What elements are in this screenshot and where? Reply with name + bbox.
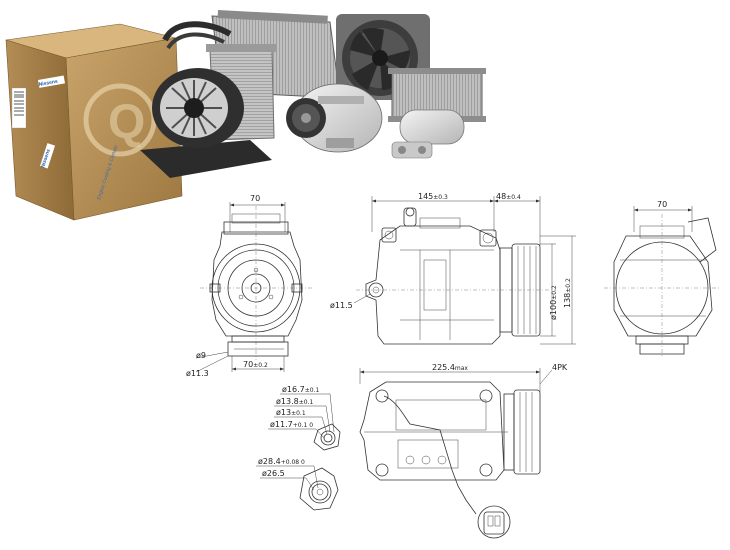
side-len-48-tol: ±0.4 bbox=[506, 194, 521, 201]
svg-text:ø13±0.1: ø13±0.1 bbox=[276, 408, 306, 417]
port-d6-label: ø26.5 bbox=[262, 469, 285, 478]
ac-compressor-image bbox=[286, 83, 383, 153]
svg-text:48±0.4: 48±0.4 bbox=[496, 192, 521, 201]
barcode-icon bbox=[11, 87, 27, 129]
svg-text:145±0.3: 145±0.3 bbox=[418, 192, 448, 201]
rear-width-top-label: 70 bbox=[657, 200, 667, 209]
front-width-top-label: 70 bbox=[250, 194, 260, 203]
side-view-drawing: 145±0.3 48±0.4 ø11.5 bbox=[330, 192, 576, 345]
box-logo bbox=[83, 83, 157, 157]
suction-port-icon bbox=[313, 423, 341, 451]
receiver-drier-image bbox=[391, 109, 465, 159]
port-d5-tol: +0.08 0 bbox=[281, 459, 305, 466]
side-height-value: 138 bbox=[563, 293, 572, 308]
port-d2-tol: ±0.1 bbox=[299, 399, 314, 406]
front-width-bottom-value: 70 bbox=[243, 360, 253, 369]
svg-text:ø16.7±0.1: ø16.7±0.1 bbox=[282, 385, 319, 394]
side-pulley-dia-tol: ±0.2 bbox=[551, 285, 558, 300]
side-pulley-dia-value: ø100 bbox=[549, 300, 558, 320]
port-d3-value: ø13 bbox=[276, 408, 291, 417]
svg-text:138±0.2: 138±0.2 bbox=[563, 278, 572, 308]
svg-text:ø11.7+0.1 0: ø11.7+0.1 0 bbox=[270, 420, 313, 429]
port-d5-value: ø28.4 bbox=[258, 457, 281, 466]
bottom-view-drawing: 225.4max 4PK bbox=[359, 363, 568, 539]
side-len-145-tol: ±0.3 bbox=[433, 194, 448, 201]
box-logo-letter: Q bbox=[108, 96, 145, 149]
svg-text:70±0.2: 70±0.2 bbox=[243, 360, 268, 369]
front-hole-dia-label: ø9 bbox=[196, 351, 206, 360]
side-height-tol: ±0.2 bbox=[565, 278, 572, 293]
product-photo-collage: Q Nissens Nissens Engine Cooling & Clima… bbox=[5, 9, 486, 221]
side-len-145-value: 145 bbox=[418, 192, 433, 201]
cardboard-box: Q Nissens Nissens Engine Cooling & Clima… bbox=[5, 23, 183, 221]
port-d4-value: ø11.7 bbox=[270, 420, 293, 429]
svg-text:ø28.4+0.08 0: ø28.4+0.08 0 bbox=[258, 457, 305, 466]
svg-text:ø100±0.2: ø100±0.2 bbox=[549, 285, 558, 320]
port-details-drawing: ø16.7±0.1 ø13.8±0.1 ø13±0.1 ø11.7+0.1 0 … bbox=[256, 385, 341, 511]
svg-text:225.4max: 225.4max bbox=[432, 363, 468, 372]
bottom-pulley-type-label: 4PK bbox=[552, 363, 568, 372]
bottom-overall-len-suffix: max bbox=[455, 365, 469, 372]
blower-motor-image bbox=[140, 68, 272, 178]
rear-view-drawing: 70 bbox=[604, 200, 720, 358]
electrical-connector-icon bbox=[477, 505, 511, 539]
front-width-bottom-tol: ±0.2 bbox=[253, 362, 268, 369]
front-view-drawing: 70 ø9 ø11.3 70±0.2 bbox=[186, 194, 312, 378]
port-d4-tol: +0.1 0 bbox=[293, 422, 313, 429]
svg-text:ø13.8±0.1: ø13.8±0.1 bbox=[276, 397, 313, 406]
box-brand-label: Nissens bbox=[38, 79, 58, 88]
port-d1-value: ø16.7 bbox=[282, 385, 305, 394]
side-len-48-value: 48 bbox=[496, 192, 506, 201]
box-brand-label-lower: Nissens bbox=[40, 148, 52, 168]
front-hole-dia-2-label: ø11.3 bbox=[186, 369, 209, 378]
port-d1-tol: ±0.1 bbox=[305, 387, 320, 394]
side-mount-hole-label: ø11.5 bbox=[330, 301, 353, 310]
port-d2-value: ø13.8 bbox=[276, 397, 299, 406]
discharge-port-icon bbox=[299, 467, 339, 511]
bottom-overall-len-value: 225.4 bbox=[432, 363, 455, 372]
port-d3-tol: ±0.1 bbox=[291, 410, 306, 417]
